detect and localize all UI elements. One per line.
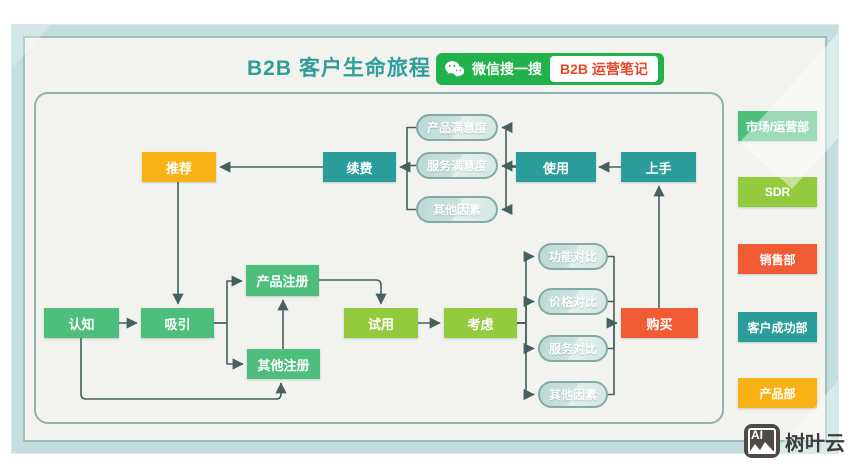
wechat-badge: 微信搜一搜 B2B 运营笔记 [436, 53, 664, 85]
pill-price-comparison: 价格对比 [538, 288, 608, 315]
wechat-account-name: B2B 运营笔记 [550, 56, 658, 82]
flow-node-product-signup: 产品注册 [246, 265, 319, 296]
pill-service-comparison: 服务对比 [538, 335, 608, 362]
flow-node-renewal: 续费 [323, 152, 396, 182]
pill-product-satisfaction: 产品满意度 [416, 114, 498, 141]
wechat-icon [445, 61, 465, 77]
flow-node-consider: 考虑 [444, 308, 517, 338]
journey-panel: 推荐 续费 使用 上手 产品满意度 服务满意度 其他因素 认知 吸引 产品注册 … [34, 92, 724, 424]
mountain-icon [748, 442, 776, 454]
poster-frame: B2B 客户生命旅程 微信搜一搜 B2B 运营笔记 [11, 24, 839, 454]
wechat-search-label: 微信搜一搜 [472, 61, 542, 77]
pill-other-comparison-factors: 其他因素 [538, 381, 608, 408]
dept-sales: 销售部 [738, 244, 817, 274]
flow-node-onboard: 上手 [621, 152, 696, 182]
ai-icon-text: AI [751, 428, 763, 442]
gloss-top-right [740, 25, 838, 189]
flow-node-usage: 使用 [516, 152, 596, 182]
dept-sdr: SDR [738, 177, 817, 207]
pill-service-satisfaction: 服务满意度 [416, 152, 498, 179]
flow-node-referral: 推荐 [142, 152, 216, 182]
brand-name: 树叶云 [785, 432, 845, 455]
pill-other-satisfaction-factors: 其他因素 [416, 196, 498, 223]
flow-arrows [80, 121, 665, 401]
page-title: B2B 客户生命旅程 [247, 57, 431, 80]
pill-feature-comparison: 功能对比 [538, 243, 608, 270]
dept-marketing-ops: 市场/运营部 [738, 111, 817, 141]
flow-node-attract: 吸引 [141, 308, 214, 338]
ai-image-icon: AI [745, 425, 779, 457]
flow-node-awareness: 认知 [44, 308, 119, 338]
brand-logo: AI 树叶云 [745, 425, 845, 457]
dept-product: 产品部 [738, 378, 817, 408]
dept-customer-success: 客户成功部 [738, 312, 817, 342]
flow-node-other-signup: 其他注册 [247, 349, 320, 379]
flow-node-trial: 试用 [344, 308, 418, 338]
flow-node-purchase: 购买 [621, 308, 698, 338]
